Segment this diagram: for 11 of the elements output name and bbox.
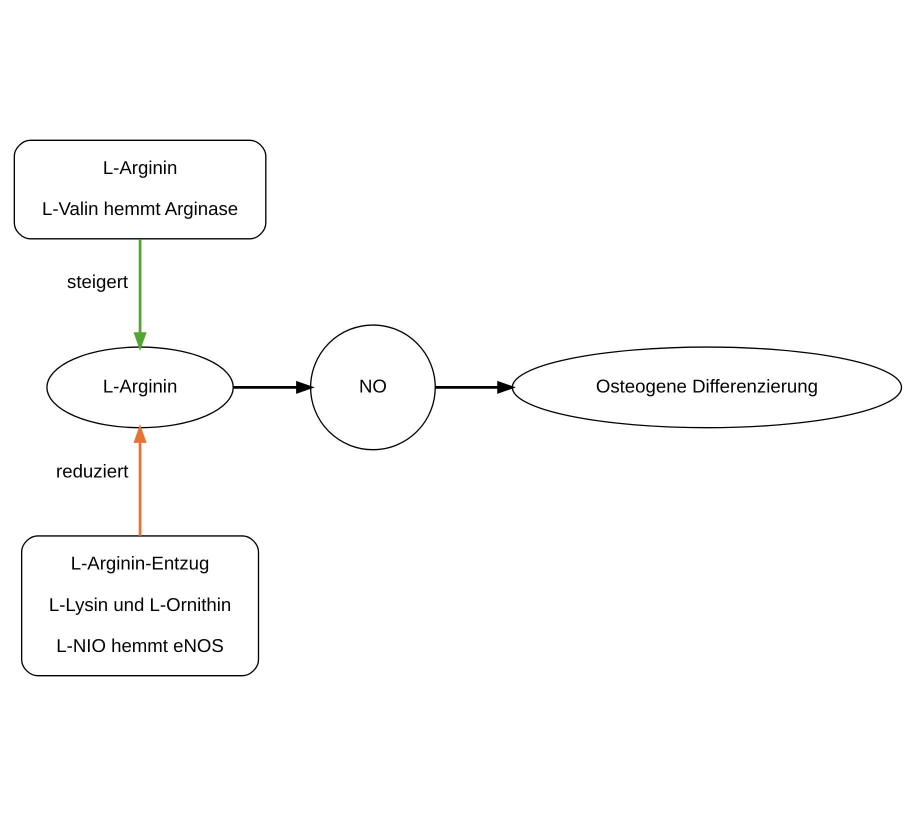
node-box: L-Arginin-Entzug L-Lysin und L-Ornithin L-NIO hemmt eNOS	[20, 535, 259, 676]
arrow	[435, 380, 516, 394]
edge-label: reduziert	[56, 460, 128, 482]
arrow	[133, 424, 146, 536]
edge-label: steigert	[66, 270, 128, 292]
arrow	[133, 239, 146, 351]
node-box: L-Arginin L-Valin hemmt Arginase	[13, 140, 266, 240]
node-circle: NO	[309, 324, 436, 450]
node-ellipse: Osteogene Differenzierung	[511, 346, 902, 428]
node-ellipse: L-Arginin	[46, 346, 234, 428]
arrow	[232, 380, 314, 394]
